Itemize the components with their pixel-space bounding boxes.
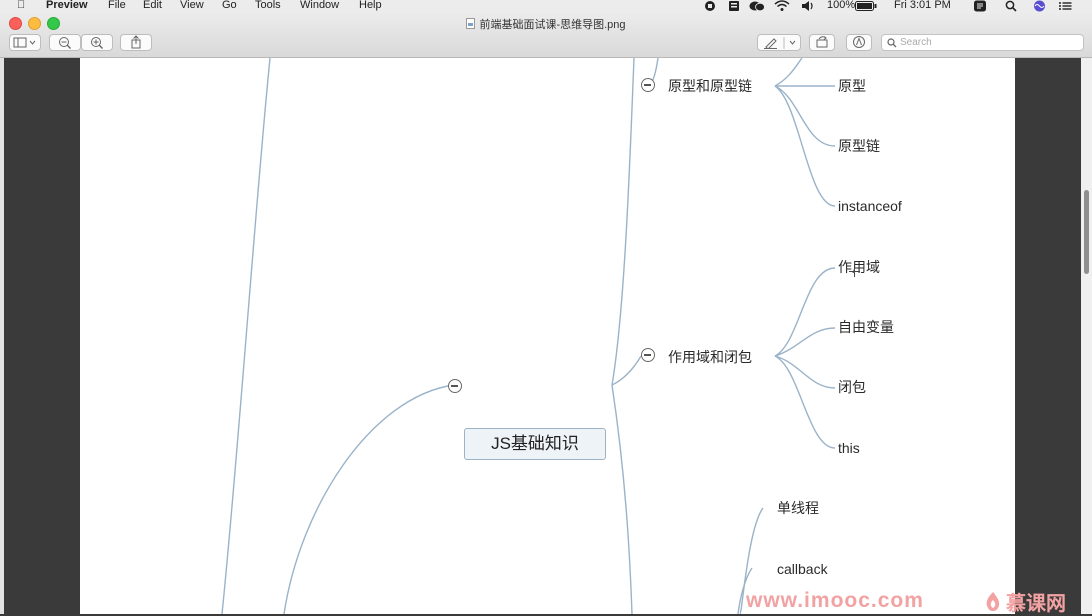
notification-center-icon[interactable] xyxy=(1058,0,1072,12)
node-scope-closure-topic[interactable]: 作用域和闭包 xyxy=(668,349,752,365)
node-scope[interactable]: 作用域 xyxy=(838,259,880,275)
menu-view[interactable]: View xyxy=(180,0,204,11)
watermark-brand: 慕课网 xyxy=(983,587,1066,616)
collapse-toggle-left[interactable] xyxy=(448,379,462,393)
connector-line xyxy=(774,85,836,147)
left-edge-panel xyxy=(0,58,4,614)
connector-line xyxy=(774,327,836,357)
markup-pen-button[interactable] xyxy=(757,34,801,51)
node-prototype-chain[interactable]: 原型链 xyxy=(838,138,880,154)
apple-menu-icon[interactable]:  xyxy=(17,0,25,12)
node-prototype[interactable]: 原型 xyxy=(838,78,866,94)
document-canvas[interactable]: JS基础知识 原型和原型链 原型 原型链 instanceof 作用域和闭包 作… xyxy=(0,58,1092,614)
menubar-app-icon[interactable] xyxy=(973,0,987,12)
connector-line xyxy=(737,567,753,614)
connector-line xyxy=(774,267,836,357)
connector-line xyxy=(739,507,764,614)
collapse-toggle-scope[interactable] xyxy=(641,348,655,362)
siri-icon[interactable] xyxy=(1033,0,1046,12)
image-page xyxy=(80,58,1015,614)
node-this[interactable]: this xyxy=(838,440,860,456)
zoom-window-button[interactable] xyxy=(47,17,60,30)
connector-line xyxy=(774,85,836,207)
connector-line xyxy=(611,58,635,386)
connector-line xyxy=(283,384,454,614)
vertical-scrollbar-thumb[interactable] xyxy=(1084,190,1089,274)
battery-percent: 100% xyxy=(827,0,856,11)
document-icon xyxy=(466,18,476,29)
app-menu[interactable]: Preview xyxy=(46,0,88,11)
rotate-button[interactable] xyxy=(809,34,835,51)
sidebar-icon xyxy=(13,37,36,48)
menubar-clock[interactable]: Fri 3:01 PM xyxy=(894,0,951,11)
connector-line xyxy=(774,355,836,389)
wifi-icon[interactable] xyxy=(774,0,790,12)
search-input[interactable] xyxy=(900,36,1080,49)
zoom-out-button[interactable] xyxy=(49,34,81,51)
menu-bar:  Preview File Edit View Go Tools Window… xyxy=(0,0,1092,12)
share-icon xyxy=(131,35,141,49)
search-icon xyxy=(887,38,897,48)
collapse-toggle-prototype[interactable] xyxy=(641,78,655,92)
battery-icon[interactable] xyxy=(855,1,877,11)
window-title-text: 前端基础面试课-思维导图.png xyxy=(479,19,626,31)
watermark-brand-text: 慕课网 xyxy=(1006,593,1066,615)
mindmap-root-node[interactable]: JS基础知识 xyxy=(464,428,606,460)
menu-tools[interactable]: Tools xyxy=(255,0,281,11)
node-instanceof[interactable]: instanceof xyxy=(838,198,902,214)
markup-icon xyxy=(853,36,865,48)
wechat-icon[interactable] xyxy=(749,0,765,12)
connector-line xyxy=(774,58,803,87)
share-button[interactable] xyxy=(120,34,152,51)
zoom-in-button[interactable] xyxy=(81,34,113,51)
pen-icon xyxy=(764,37,796,50)
menu-edit[interactable]: Edit xyxy=(143,0,162,11)
input-method-icon[interactable] xyxy=(728,0,740,12)
minimize-window-button[interactable] xyxy=(28,17,41,30)
zoom-out-icon xyxy=(59,37,71,49)
imooc-flame-icon xyxy=(986,592,1000,611)
mindmap-connectors xyxy=(221,58,836,614)
mouse-cursor-icon xyxy=(849,266,860,277)
volume-icon[interactable] xyxy=(801,0,815,12)
spotlight-search-icon[interactable] xyxy=(1005,0,1017,12)
vertical-scroll-track[interactable] xyxy=(1081,58,1092,614)
window-titlebar: 前端基础面试课-思维导图.png xyxy=(0,12,1092,58)
node-single-thread[interactable]: 单线程 xyxy=(777,500,819,516)
node-closure[interactable]: 闭包 xyxy=(838,379,866,395)
menu-help[interactable]: Help xyxy=(359,0,382,11)
connector-line xyxy=(611,384,633,614)
node-free-variable[interactable]: 自由变量 xyxy=(838,319,894,335)
search-field[interactable] xyxy=(881,34,1084,51)
watermark-url: www.imooc.com xyxy=(746,589,924,612)
node-callback[interactable]: callback xyxy=(777,561,828,577)
connector-line xyxy=(611,355,642,386)
connector-line xyxy=(774,355,836,449)
window-title: 前端基础面试课-思维导图.png xyxy=(0,16,1092,32)
menu-window[interactable]: Window xyxy=(300,0,340,11)
record-icon[interactable] xyxy=(704,0,716,12)
menu-go[interactable]: Go xyxy=(222,0,237,11)
menu-file[interactable]: File xyxy=(108,0,126,11)
node-prototype-chain-topic[interactable]: 原型和原型链 xyxy=(668,78,752,94)
connector-line xyxy=(221,58,271,614)
close-window-button[interactable] xyxy=(9,17,22,30)
sidebar-toggle-button[interactable] xyxy=(9,34,41,51)
markup-toolbar-button[interactable] xyxy=(846,34,872,51)
rotate-icon xyxy=(816,36,828,48)
zoom-in-icon xyxy=(91,37,103,49)
